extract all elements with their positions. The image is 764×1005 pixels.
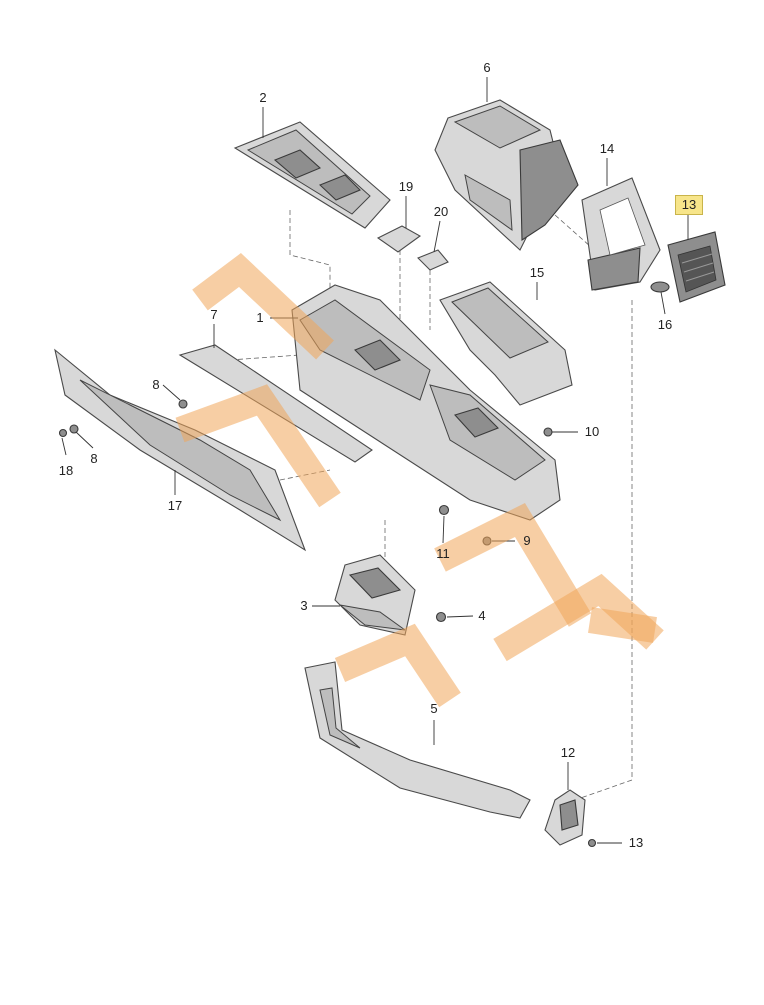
callout-14-highlighted: 13 [675,195,703,215]
callout-18: 17 [167,498,183,513]
part-2-tray [233,121,391,229]
part-20-cover [376,225,422,253]
callout-4: 4 [478,608,486,623]
callout-5: 5 [430,701,438,716]
part-3-bracket [334,554,416,636]
callout-19: 18 [58,463,74,478]
callout-12: 12 [560,745,576,760]
callout-15: 14 [599,141,615,156]
part-16-bin [439,281,573,406]
callout-11: 11 [436,546,450,561]
part-21-cover [417,249,449,271]
callout-8-lower: 8 [90,451,98,466]
part-1-console [291,284,561,521]
watermark [175,253,664,708]
part-6-armrest [434,99,579,251]
callout-9: 9 [523,533,531,548]
callout-21: 20 [433,204,449,219]
callout-10: 10 [584,424,600,439]
part-15-trim-frame [581,177,661,291]
callout-7: 7 [210,307,218,322]
callout-1: 1 [256,310,264,325]
part-18-side-panel [54,348,307,552]
part-12-bracket [544,789,586,846]
callout-16: 15 [529,265,545,280]
part-14-vent [667,231,726,303]
part-17-clip [650,281,670,293]
callout-17: 16 [657,317,673,332]
callout-20: 19 [398,179,414,194]
callout-8-upper: 8 [152,377,160,392]
callout-6: 6 [483,60,491,75]
callout-3: 3 [300,598,308,613]
part-5-duct [304,661,531,819]
callout-13: 13 [628,835,644,850]
callout-2: 2 [259,90,267,105]
